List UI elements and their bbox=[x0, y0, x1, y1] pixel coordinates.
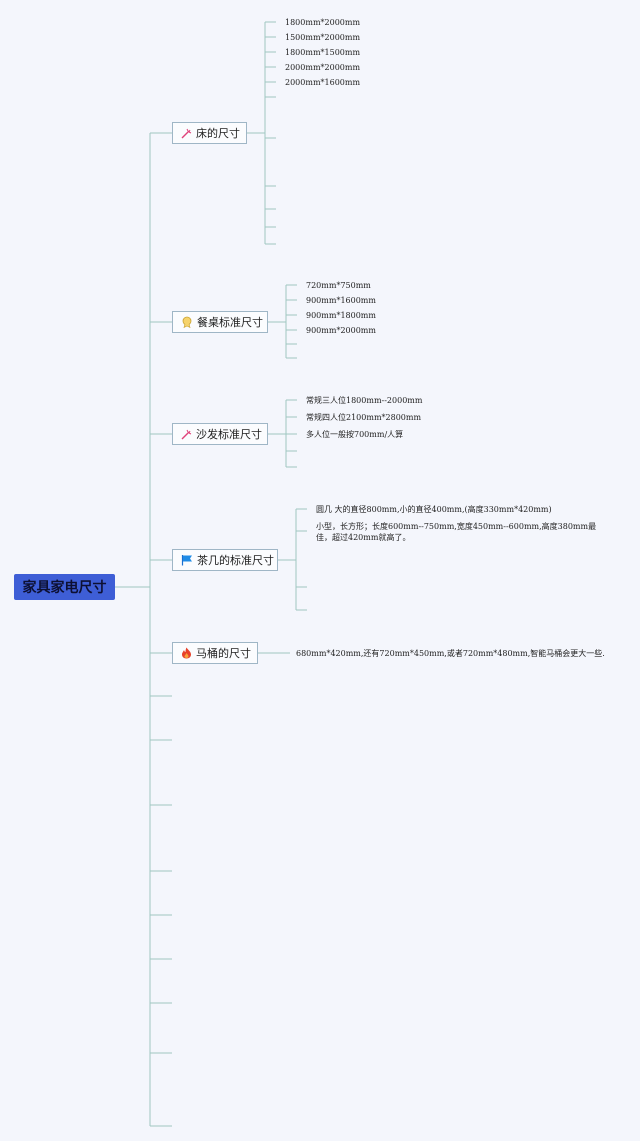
leaf-text: 900mm*1600mm bbox=[306, 296, 376, 305]
leaf-text: 1800mm*1500mm bbox=[285, 48, 361, 57]
topic-dining-table-size[interactable]: 餐桌标准尺寸 bbox=[172, 311, 268, 333]
topic-label: 马桶的尺寸 bbox=[196, 647, 251, 660]
topic-bed-size[interactable]: 床的尺寸 bbox=[172, 122, 247, 144]
leaf-text: 2000mm*2000mm bbox=[285, 63, 361, 72]
pink-sparkle-icon bbox=[181, 428, 192, 440]
root-topic[interactable]: 家具家电尺寸 bbox=[14, 574, 115, 600]
leaf-text: 680mm*420mm,还有720mm*450mm,或者720mm*480mm,… bbox=[296, 649, 605, 658]
topic-coffee-table-size[interactable]: 茶几的标准尺寸 bbox=[172, 549, 278, 571]
pink-sparkle-icon bbox=[181, 127, 192, 139]
leaf-text: 1800mm*2000mm bbox=[285, 18, 361, 27]
leaf-text: 1500mm*2000mm bbox=[285, 33, 361, 42]
topic-label: 床的尺寸 bbox=[196, 127, 240, 140]
leaf-text: 小型，长方形；长度600mm--750mm,宽度450mm--600mm,高度3… bbox=[316, 522, 597, 542]
leaf-text: 多人位一般按700mm/人算 bbox=[306, 430, 404, 439]
leaf-text: 圆几 大的直径800mm,小的直径400mm,(高度330mm*420mm) bbox=[316, 505, 552, 514]
topic-label: 沙发标准尺寸 bbox=[196, 428, 262, 441]
blue-flag-icon bbox=[181, 554, 193, 566]
leaf-text: 720mm*750mm bbox=[306, 281, 371, 290]
leaf-text: 常规四人位2100mm*2800mm bbox=[306, 413, 422, 422]
topic-label: 餐桌标准尺寸 bbox=[197, 316, 263, 329]
leaf-text: 900mm*2000mm bbox=[306, 326, 376, 335]
leaf-text: 900mm*1800mm bbox=[306, 311, 376, 320]
leaf-text: 常规三人位1800mm--2000mm bbox=[306, 396, 423, 405]
root-label: 家具家电尺寸 bbox=[22, 580, 107, 596]
yellow-medal-icon bbox=[181, 316, 193, 328]
topic-toilet-size[interactable]: 马桶的尺寸 bbox=[172, 642, 258, 664]
topic-sofa-size[interactable]: 沙发标准尺寸 bbox=[172, 423, 268, 445]
fire-icon bbox=[181, 647, 192, 659]
leaf-text: 2000mm*1600mm bbox=[285, 78, 361, 87]
topic-label: 茶几的标准尺寸 bbox=[197, 554, 274, 567]
